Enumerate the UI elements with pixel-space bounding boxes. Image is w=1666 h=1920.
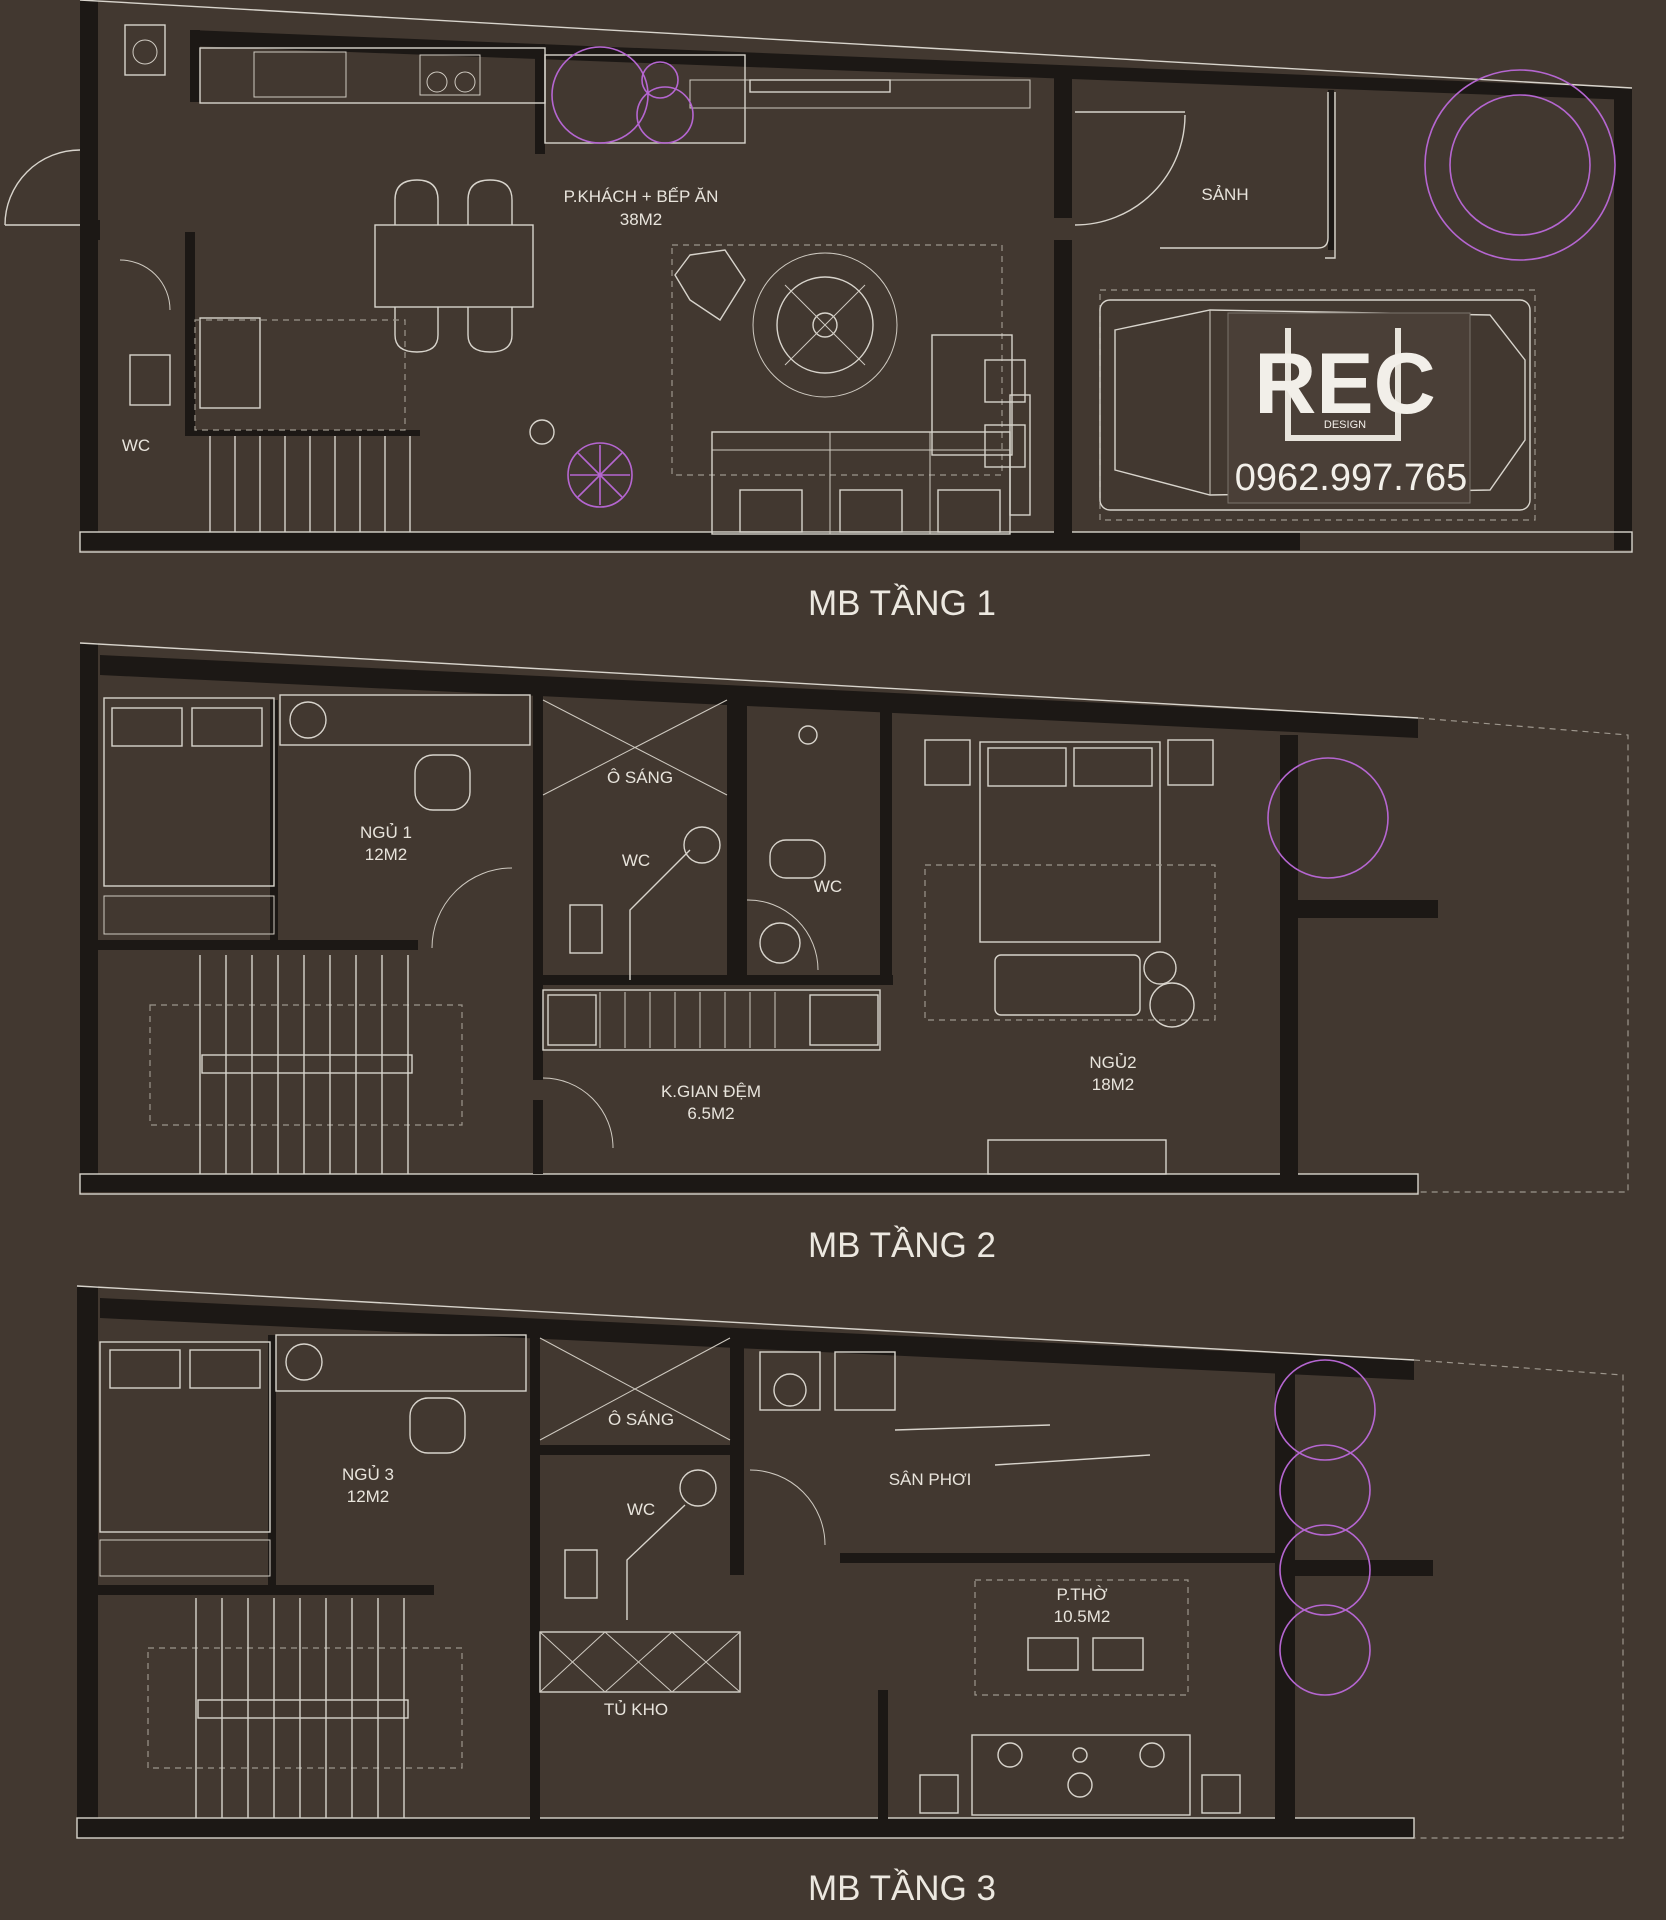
room-area-living-kitchen: 38M2: [620, 210, 663, 229]
room-area-bedroom-1: 12M2: [365, 845, 408, 864]
room-label-bedroom-2: NGỦ2: [1089, 1053, 1136, 1072]
room-label-lobby: SẢNH: [1201, 185, 1248, 204]
logo-tagline-text: DESIGN: [1324, 419, 1366, 431]
room-area-buffer-space: 6.5M2: [687, 1104, 734, 1123]
room-label-drying-yard: SÂN PHƠI: [889, 1470, 972, 1489]
logo-brand-text: REC: [1254, 336, 1436, 432]
room-label-wc-1: WC: [122, 436, 150, 455]
room-label-altar-room: P.THỜ: [1056, 1585, 1108, 1604]
room-label-light-well-2: Ô SÁNG: [607, 768, 673, 787]
room-label-living-kitchen: P.KHÁCH + BẾP ĂN: [564, 187, 719, 206]
room-label-light-well-3: Ô SÁNG: [608, 1410, 674, 1429]
room-label-buffer-space: K.GIAN ĐỆM: [661, 1082, 761, 1101]
floor-1-title: MB TẦNG 1: [808, 583, 996, 623]
room-label-bedroom-3: NGỦ 3: [342, 1465, 394, 1484]
room-area-altar-room: 10.5M2: [1054, 1607, 1111, 1626]
floor-1-plan: REC DESIGN 0962.997.765 P.KHÁCH + BẾP ĂN…: [4, 0, 1633, 553]
room-area-bedroom-3: 12M2: [347, 1487, 390, 1506]
room-label-bedroom-1: NGỦ 1: [360, 823, 412, 842]
logo-phone-text: 0962.997.765: [1235, 457, 1467, 499]
floor-3-title: MB TẦNG 3: [808, 1868, 996, 1908]
room-label-wc-2b: WC: [814, 877, 842, 896]
room-area-bedroom-2: 18M2: [1092, 1075, 1135, 1094]
room-label-wc-3: WC: [627, 1500, 655, 1519]
floor-2-title: MB TẦNG 2: [808, 1225, 996, 1265]
floor-3-plan: NGỦ 3 12M2 Ô SÁNG WC TỦ KHO SÂN PHƠI P.T…: [76, 1285, 1624, 1839]
room-label-storage: TỦ KHO: [604, 1700, 668, 1719]
floor-2-plan: NGỦ 1 12M2 Ô SÁNG WC WC K.GIAN ĐỆM 6.5M2…: [79, 642, 1629, 1195]
room-label-wc-2a: WC: [622, 851, 650, 870]
rec-logo: REC DESIGN 0962.997.765: [1227, 312, 1471, 504]
